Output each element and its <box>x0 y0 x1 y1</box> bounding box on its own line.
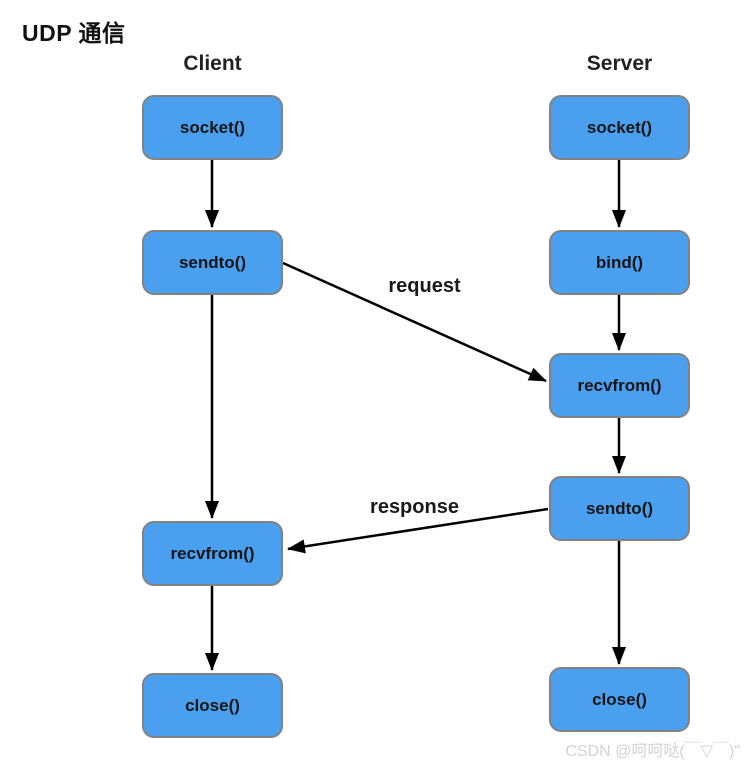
client-node-close: close() <box>142 673 283 738</box>
server-heading: Server <box>586 52 653 75</box>
client-node-sendto: sendto() <box>142 230 283 295</box>
server-node-sendto: sendto() <box>549 476 690 541</box>
request-label: request <box>388 275 461 297</box>
client-node-recvfrom: recvfrom() <box>142 521 283 586</box>
server-node-socket: socket() <box>549 95 690 160</box>
client-node-socket: socket() <box>142 95 283 160</box>
server-node-bind: bind() <box>549 230 690 295</box>
csdn-watermark: CSDN @呵呵哒(￣▽￣)" <box>565 743 740 760</box>
client-heading: Client <box>183 52 242 75</box>
diagram-title: UDP 通信 <box>22 20 126 46</box>
arrow-request <box>282 261 547 383</box>
response-label: response <box>370 496 459 518</box>
server-node-recvfrom: recvfrom() <box>549 353 690 418</box>
arrow-response <box>287 507 549 554</box>
server-node-close: close() <box>549 667 690 732</box>
